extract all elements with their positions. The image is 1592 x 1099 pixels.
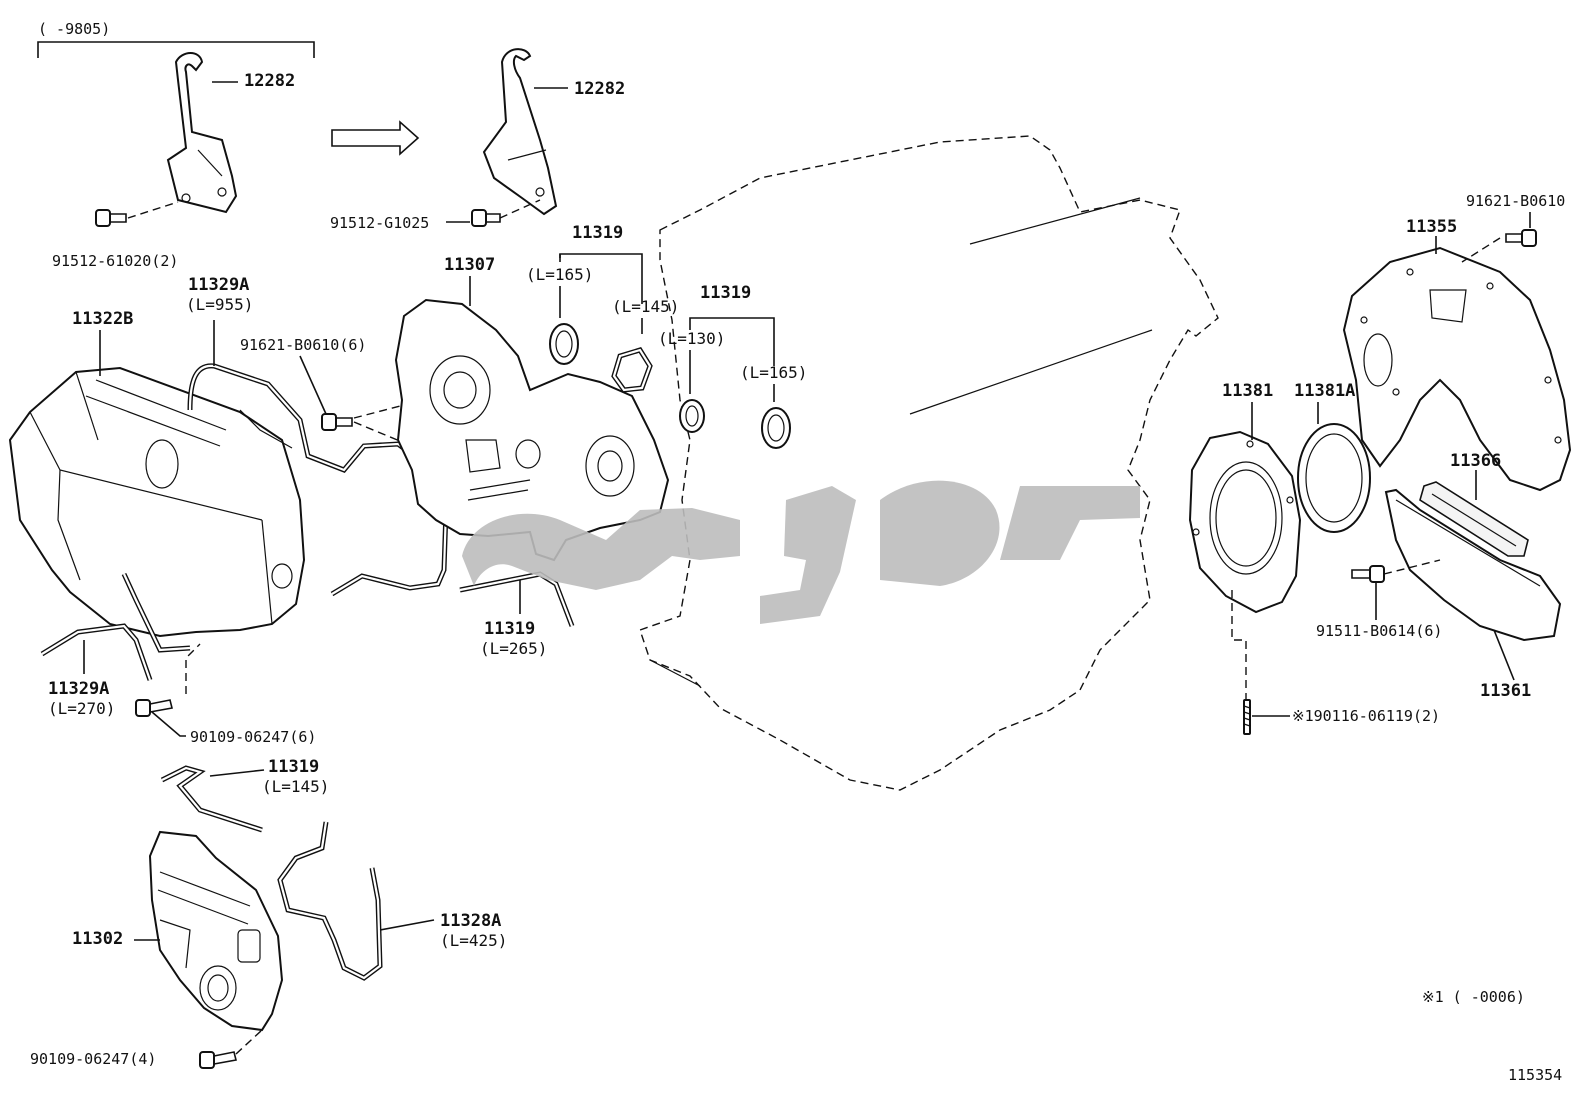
watermark-logo	[462, 480, 1140, 624]
label-11329a-low-length: (L=270)	[48, 699, 115, 718]
label-11328a-length: (L=425)	[440, 931, 507, 950]
illustration-number: 115354	[1508, 1066, 1562, 1084]
end-plate-11355: 11355	[1342, 217, 1572, 492]
label-11319-low-length: (L=265)	[480, 639, 547, 658]
label-11361: 11361	[1480, 681, 1531, 701]
label-11319-mid-l130: (L=130)	[658, 329, 725, 348]
seal-11319-bottom: 11319 (L=145)	[160, 757, 329, 833]
seal-11319-l265: 11319 (L=265)	[459, 571, 575, 658]
bolt-91621-b0610: 91621-B0610	[1461, 192, 1565, 263]
cover-plate-11307: 11307	[394, 255, 670, 562]
label-11302: 11302	[72, 929, 123, 949]
label-stud-90116: ※190116-06119(2)	[1292, 707, 1440, 725]
label-11319-mid: 11319	[700, 283, 751, 303]
engine-block-outline	[639, 135, 1219, 791]
label-12282-new: 12282	[574, 79, 625, 99]
bolt-90109-06247-6: 90109-06247(6)	[135, 643, 316, 746]
supersede-arrow	[331, 120, 420, 156]
cover-11302: 11302	[72, 830, 284, 1032]
label-11381: 11381	[1222, 381, 1273, 401]
bracket-12282-old: 12282	[166, 52, 295, 214]
label-11366: 11366	[1450, 451, 1501, 471]
label-11329a-low: 11329A	[48, 679, 109, 699]
label-90109-06247-6: 90109-06247(6)	[190, 728, 316, 746]
label-11319-low: 11319	[484, 619, 535, 639]
seal-retainer-11381: 11381	[1188, 381, 1302, 700]
date-range-label: ( -9805)	[38, 20, 110, 38]
footnote: ※1 ( -0006)	[1422, 988, 1525, 1006]
label-11328a: 11328A	[440, 911, 501, 931]
seal-11328a: 11328A (L=425)	[277, 821, 507, 981]
stud-90116: ※190116-06119(2)	[1243, 699, 1440, 735]
seal-11329a-short: 11329A (L=270)	[40, 572, 191, 718]
label-11319-top: 11319	[572, 223, 623, 243]
oil-seal-11381a: 11381A	[1294, 381, 1371, 533]
label-11381a: 11381A	[1294, 381, 1355, 401]
label-11355: 11355	[1406, 217, 1457, 237]
label-11322b: 11322B	[72, 309, 133, 329]
label-11319-mid-l165: (L=165)	[740, 363, 807, 382]
label-91512-g1025: 91512-G1025	[330, 214, 429, 232]
label-11319-bottom: 11319	[268, 757, 319, 777]
label-91621-b0610: 91621-B0610	[1466, 192, 1565, 210]
label-90109-06247-4: 90109-06247(4)	[30, 1050, 156, 1068]
label-91511-b0614: 91511-B0614(6)	[1316, 622, 1442, 640]
bolt-90109-06247-4: 90109-06247(4)	[30, 1029, 263, 1069]
bolt-91511-b0614: 91511-B0614(6)	[1316, 559, 1442, 640]
label-11329a-top: 11329A	[188, 275, 249, 295]
label-12282-old: 12282	[244, 71, 295, 91]
seal-group-11319-mid: 11319 (L=130) (L=165)	[658, 283, 807, 449]
timing-cover-11322b: 11322B	[8, 309, 306, 638]
label-91512-61020: 91512-61020(2)	[52, 252, 178, 270]
label-11319-top-l145: (L=145)	[612, 297, 679, 316]
label-11329a-top-length: (L=955)	[186, 295, 253, 314]
date-range-bracket: ( -9805)	[37, 20, 315, 58]
label-11319-top-l165: (L=165)	[526, 265, 593, 284]
bracket-12282-new: 12282	[482, 48, 625, 216]
bracket-11366: 11366	[1419, 451, 1529, 557]
seal-group-11319-top: 11319 (L=165) (L=145)	[526, 223, 679, 393]
dust-plate-11361: 11361	[1384, 488, 1562, 701]
bolt-91512-g1025: 91512-G1025	[330, 199, 541, 232]
label-91621-b0610-6: 91621-B0610(6)	[240, 336, 366, 354]
seal-11329a-long: 11329A (L=955)	[186, 275, 449, 597]
bolt-91512-61020: 91512-61020(2)	[52, 201, 178, 270]
label-11307: 11307	[444, 255, 495, 275]
label-11319-bottom-length: (L=145)	[262, 777, 329, 796]
